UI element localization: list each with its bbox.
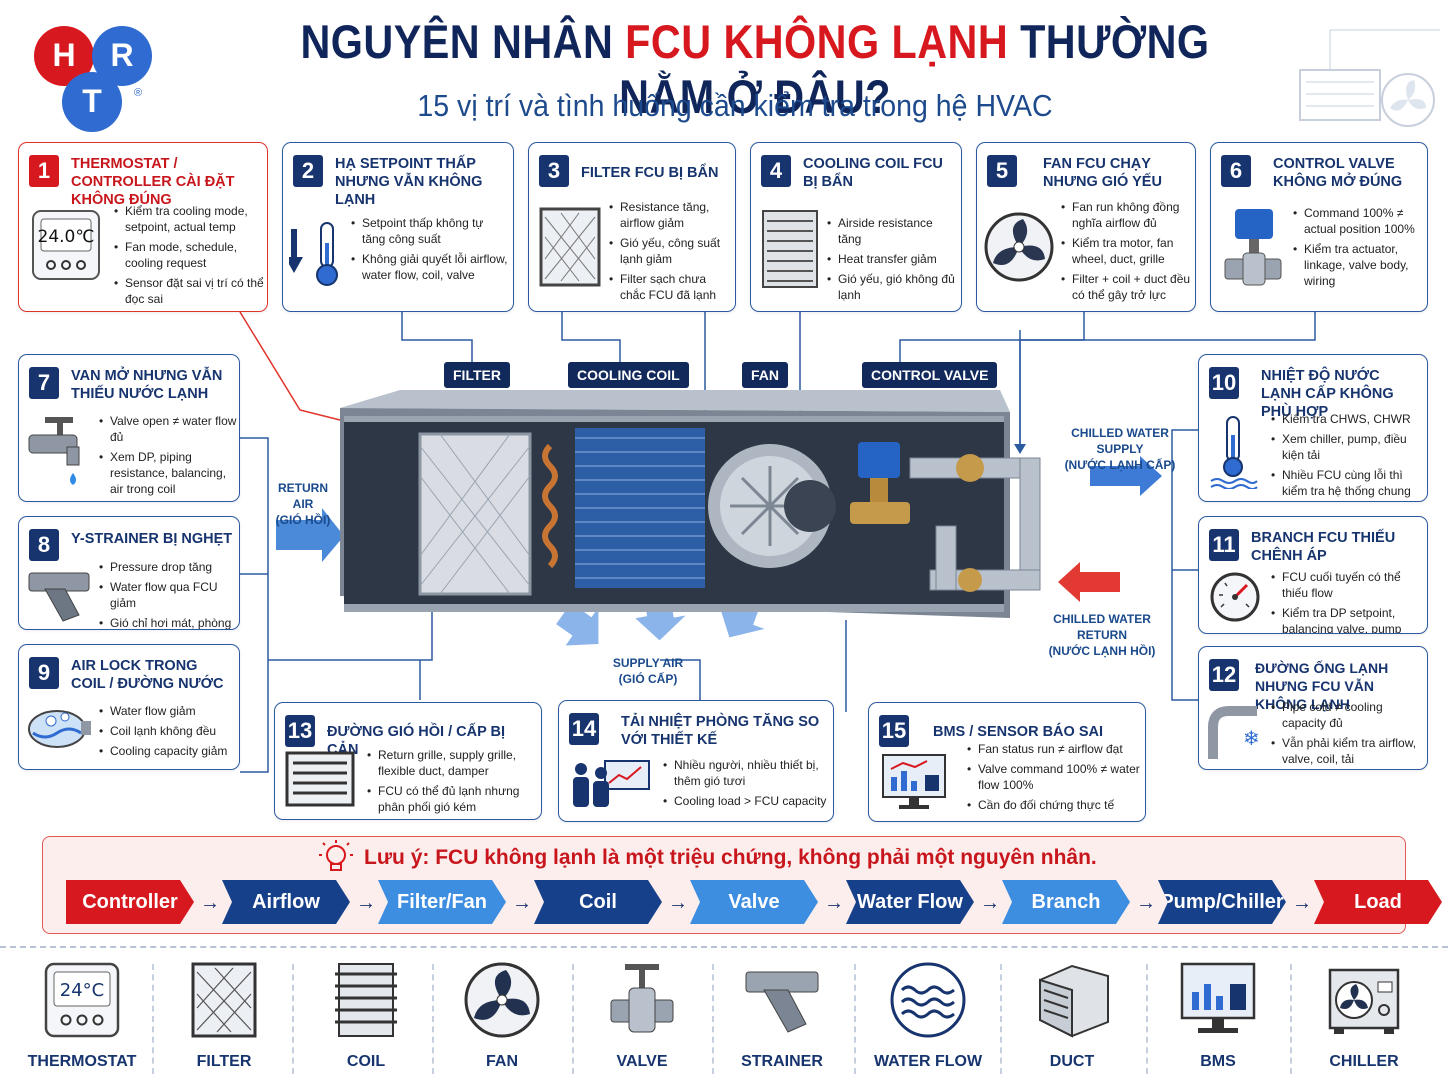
- hrt-logo: H R T ®: [22, 16, 162, 136]
- svg-text:24°C: 24°C: [60, 980, 104, 1001]
- gauge-icon: [1209, 571, 1261, 628]
- diagram-tag-cooling-coil: COOLING COIL: [568, 362, 689, 388]
- logo-letter-t: T: [82, 83, 102, 119]
- fan-icon: [983, 211, 1055, 288]
- card-15: 15 BMS / SENSOR BÁO SAI Fan status run ≠…: [868, 702, 1146, 822]
- card-8: 8 Y-STRAINER BỊ NGHẸT Pressure drop tăng…: [18, 516, 240, 630]
- water-flow-icon: [858, 960, 998, 1045]
- flow-step-pump-chiller: Pump/Chiller: [1158, 880, 1286, 924]
- flow-arrow-icon: →: [1292, 892, 1312, 914]
- flow-step-coil: Coil: [534, 880, 662, 924]
- valve-icon: [572, 960, 712, 1045]
- flow-arrow-icon: →: [512, 892, 532, 914]
- card-6: 6 CONTROL VALVE KHÔNG MỞ ĐÚNG Command 10…: [1210, 142, 1428, 312]
- card-13: 13 ĐƯỜNG GIÓ HỒI / CẤP BỊ CẢN Return gri…: [274, 702, 542, 820]
- card-10: 10 NHIỆT ĐỘ NƯỚC LẠNH CẤP KHÔNG PHÙ HỢP …: [1198, 354, 1428, 502]
- flow-step-valve: Valve: [690, 880, 818, 924]
- flow-step-filter-fan: Filter/Fan: [378, 880, 506, 924]
- card-2: 2 HẠ SETPOINT THẤP NHƯNG VẪN KHÔNG LẠNH …: [282, 142, 514, 312]
- logo-letter-r: R: [110, 37, 133, 73]
- bottom-label-duct: DUCT: [1049, 1053, 1095, 1070]
- card-7: 7 VAN MỞ NHƯNG VẪN THIẾU NƯỚC LẠNH Valve…: [18, 354, 240, 502]
- water-thermometer-icon: [1209, 415, 1259, 494]
- card-1: 1 THERMOSTAT / CONTROLLER CÀI ĐẶT KHÔNG …: [18, 142, 268, 312]
- lightbulb-icon: [319, 840, 353, 871]
- bottom-label-bms: BMS: [1200, 1053, 1236, 1070]
- faucet-icon: [27, 413, 91, 494]
- decor-vent-fan-icon: [1299, 29, 1440, 127]
- thermostat-icon: 24.0℃: [31, 209, 101, 286]
- page-subtitle: 15 vị trí và tình huống cần kiểm tra tro…: [417, 88, 1053, 123]
- bms-icon: [1148, 960, 1288, 1045]
- card-14: 14 TẢI NHIỆT PHÒNG TĂNG SO VỚI THIẾT KẾ …: [558, 700, 834, 822]
- logo-letter-h: H: [52, 37, 75, 73]
- strainer-icon: [712, 960, 852, 1045]
- flow-step-branch: Branch: [1002, 880, 1130, 924]
- page-title: NGUYÊN NHÂN FCU KHÔNG LẠNH THƯỜNG NẰM Ở …: [300, 15, 1210, 123]
- flow-arrow-icon: →: [1136, 892, 1156, 914]
- card-11: 11 BRANCH FCU THIẾU CHÊNH ÁP FCU cuối tu…: [1198, 516, 1428, 634]
- note-text: Lưu ý: FCU không lạnh là một triệu chứng…: [364, 846, 1097, 869]
- bottom-label-strainer: STRAINER: [741, 1053, 823, 1070]
- coil-icon: [296, 960, 436, 1045]
- thermometer-icon: [285, 219, 349, 294]
- return-air-label: RETURN AIR(GIÓ HỒI): [275, 481, 331, 527]
- diagram-tag-fan: FAN: [742, 362, 788, 388]
- pipe-icon: ❄: [1207, 701, 1263, 768]
- flow-step-controller: Controller: [66, 880, 194, 924]
- flow-arrow-icon: →: [824, 892, 844, 914]
- grille-icon: [285, 751, 355, 812]
- duct-icon: [1002, 960, 1142, 1045]
- control-valve-icon: [1221, 207, 1285, 298]
- bottom-label-valve: VALVE: [616, 1053, 668, 1070]
- strainer-icon: [27, 565, 91, 629]
- card-4: 4 COOLING COIL FCU BỊ BẨN Airside resist…: [750, 142, 962, 312]
- airlock-icon: [27, 703, 93, 758]
- flow-arrow-icon: →: [668, 892, 688, 914]
- svg-text:24.0℃: 24.0℃: [38, 227, 95, 247]
- flow-step-load: Load: [1314, 880, 1442, 924]
- card-12: 12 ĐƯỜNG ỐNG LẠNH NHƯNG FCU VẪN KHÔNG LẠ…: [1198, 646, 1428, 770]
- card-9: 9 AIR LOCK TRONG COIL / ĐƯỜNG NƯỚC Water…: [18, 644, 240, 770]
- coil-icon: [761, 209, 821, 294]
- chwr-label: CHILLED WATER RETURN(NƯỚC LẠNH HỒI): [1048, 612, 1156, 658]
- chws-label: CHILLED WATER SUPPLY(NƯỚC LẠNH CẤP): [1064, 426, 1176, 472]
- bottom-label-thermostat: THERMOSTAT: [27, 1053, 137, 1070]
- diagram-tag-control-valve: CONTROL VALVE: [862, 362, 998, 388]
- diagram-tag-filter: FILTER: [444, 362, 510, 388]
- supply-air-label: SUPPLY AIR(GIÓ CẤP): [612, 656, 684, 686]
- flow-arrow-icon: →: [980, 892, 1000, 914]
- flow-arrow-icon: →: [200, 892, 220, 914]
- bottom-label-coil: COIL: [346, 1053, 386, 1070]
- people-icon: [569, 757, 653, 814]
- thermostat-icon: 24°C: [12, 960, 152, 1045]
- logo-registered: ®: [134, 87, 142, 99]
- filter-icon: [154, 960, 294, 1045]
- fcu-unit-illustration: [340, 390, 1041, 618]
- bottom-label-water-flow: WATER FLOW: [873, 1053, 983, 1070]
- filter-icon: [539, 207, 603, 294]
- svg-text:❄: ❄: [1243, 726, 1260, 750]
- chiller-icon: [1294, 960, 1434, 1045]
- flow-arrow-icon: →: [356, 892, 376, 914]
- bottom-label-chiller: CHILLER: [1329, 1053, 1399, 1070]
- fan-icon: [432, 960, 572, 1045]
- card-5: 5 FAN FCU CHẠY NHƯNG GIÓ YẾU Fan run khô…: [976, 142, 1196, 312]
- bottom-label-filter: FILTER: [196, 1053, 252, 1070]
- flow-step-airflow: Airflow: [222, 880, 350, 924]
- section-divider: [0, 946, 1448, 948]
- card-3: 3 FILTER FCU BỊ BẨN Resistance tăng, air…: [528, 142, 736, 312]
- flow-step-water-flow: Water Flow: [846, 880, 974, 924]
- bottom-label-fan: FAN: [486, 1053, 518, 1070]
- monitor-icon: [881, 753, 947, 816]
